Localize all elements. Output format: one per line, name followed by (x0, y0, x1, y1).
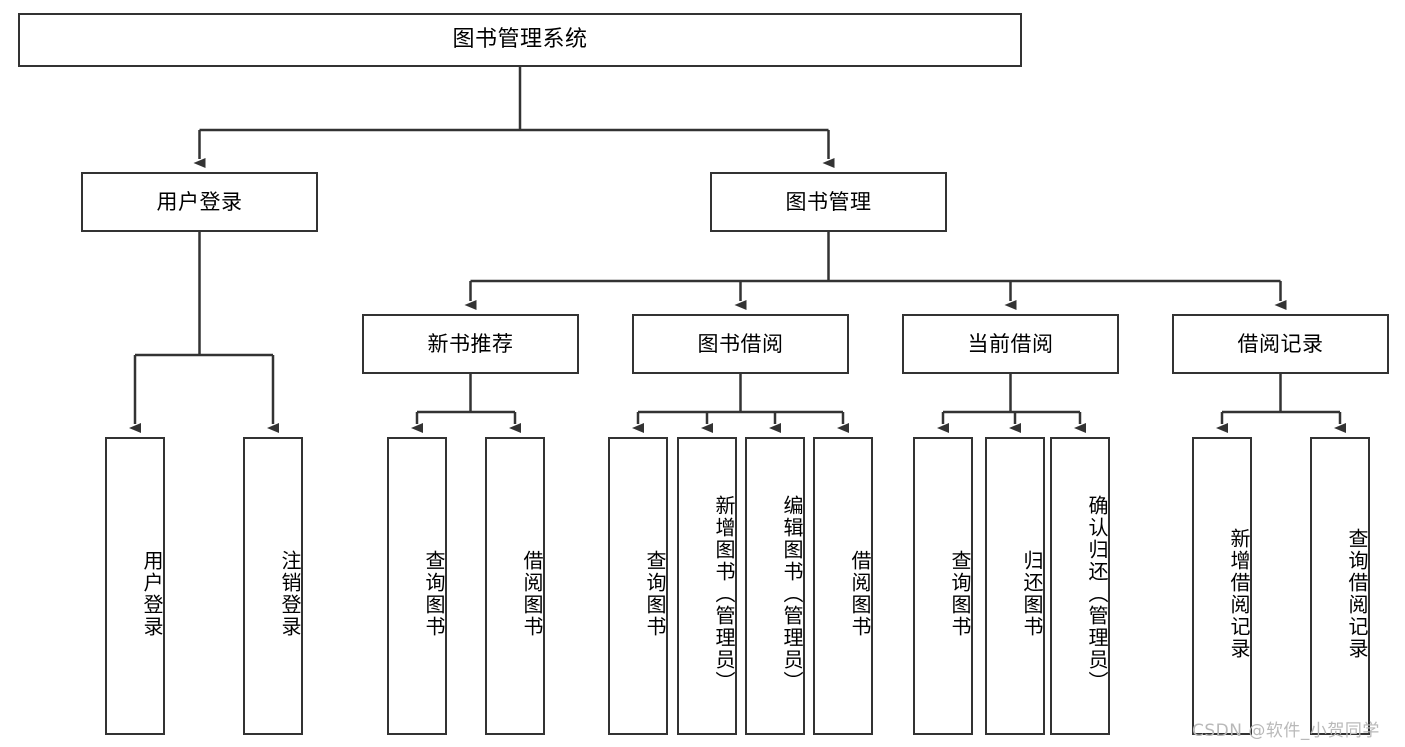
node-leaf-query-book-1[interactable]: 查询图书 (387, 437, 447, 735)
node-root[interactable]: 图书管理系统 (18, 13, 1022, 67)
node-l1-book-mgmt[interactable]: 图书管理 (710, 172, 947, 232)
node-leaf-add-record[interactable]: 新增借阅记录 (1192, 437, 1252, 735)
node-label: 图书管理 (785, 189, 872, 214)
node-l1-user-login[interactable]: 用户登录 (81, 172, 318, 232)
node-label: 用户登录 (140, 550, 164, 638)
node-label: 归还图书 (1020, 550, 1044, 638)
node-label: 新书推荐 (427, 331, 514, 356)
node-leaf-query-record[interactable]: 查询借阅记录 (1310, 437, 1370, 735)
node-leaf-edit-book[interactable]: 编辑图书（管理员） (745, 437, 805, 735)
node-label: 注销登录 (278, 550, 302, 638)
node-leaf-return-book[interactable]: 归还图书 (985, 437, 1045, 735)
node-label: 借阅记录 (1237, 331, 1324, 356)
node-label: 编辑图书（管理员） (780, 495, 804, 693)
node-label: 确认归还（管理员） (1085, 495, 1109, 693)
node-label: 借阅图书 (520, 550, 544, 638)
node-leaf-borrow-book-2[interactable]: 借阅图书 (813, 437, 873, 735)
node-leaf-confirm-return[interactable]: 确认归还（管理员） (1050, 437, 1110, 735)
node-label: 查询图书 (422, 550, 446, 638)
node-label: 新增图书（管理员） (712, 495, 736, 693)
node-label: 借阅图书 (848, 550, 872, 638)
node-l2-borrow-record[interactable]: 借阅记录 (1172, 314, 1389, 374)
node-l2-new-book-rec[interactable]: 新书推荐 (362, 314, 579, 374)
node-leaf-user-login[interactable]: 用户登录 (105, 437, 165, 735)
node-label: 图书借阅 (697, 331, 784, 356)
node-label: 查询图书 (948, 550, 972, 638)
node-leaf-query-book-2[interactable]: 查询图书 (608, 437, 668, 735)
node-leaf-add-book[interactable]: 新增图书（管理员） (677, 437, 737, 735)
node-label: 用户登录 (156, 189, 243, 214)
node-label: 新增借阅记录 (1227, 528, 1251, 660)
node-label: 当前借阅 (967, 331, 1054, 356)
node-label: 查询借阅记录 (1345, 528, 1369, 660)
node-leaf-logout[interactable]: 注销登录 (243, 437, 303, 735)
csdn-watermark: CSDN @软件_小贺同学 (1192, 721, 1380, 741)
node-l2-book-borrow[interactable]: 图书借阅 (632, 314, 849, 374)
node-leaf-query-book-3[interactable]: 查询图书 (913, 437, 973, 735)
node-label: 查询图书 (643, 550, 667, 638)
node-leaf-borrow-book-1[interactable]: 借阅图书 (485, 437, 545, 735)
node-label: 图书管理系统 (452, 27, 588, 53)
node-l2-current-borrow[interactable]: 当前借阅 (902, 314, 1119, 374)
